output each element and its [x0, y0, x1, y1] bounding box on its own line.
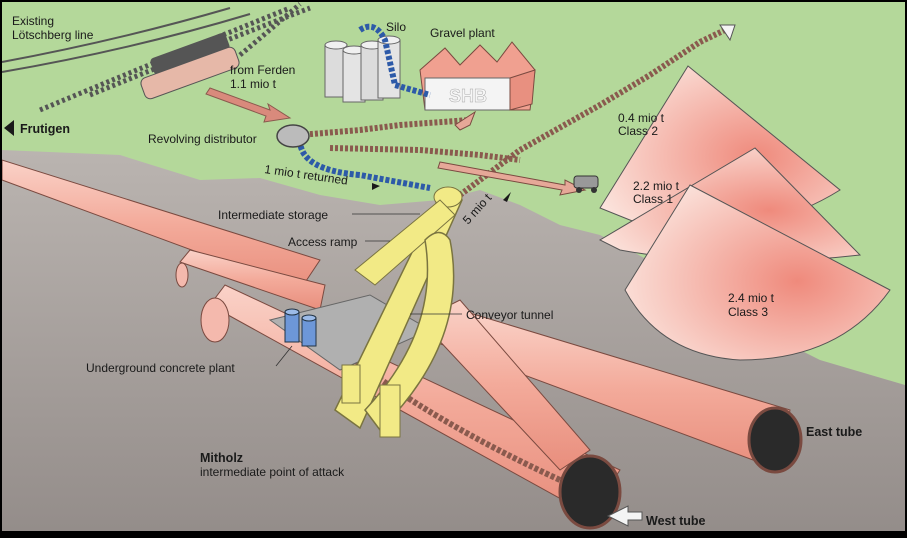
label-from-ferden-2: 1.1 mio t — [230, 77, 277, 91]
label-west-tube: West tube — [646, 514, 706, 528]
label-conveyor-tunnel: Conveyor tunnel — [466, 308, 553, 322]
stockpile-class1-class: Class 1 — [633, 192, 673, 206]
east-tube-portal — [749, 408, 801, 472]
label-revolving-distributor: Revolving distributor — [148, 132, 257, 146]
label-access-ramp: Access ramp — [288, 235, 358, 249]
stockpile-class2-class: Class 2 — [618, 124, 658, 138]
stockpile-class1-amount: 2.2 mio t — [633, 179, 680, 193]
label-silo: Silo — [386, 20, 406, 34]
label-from-ferden-1: from Ferden — [230, 63, 295, 77]
label-mitholz: Mitholz — [200, 451, 243, 465]
label-existing-2: Lötschberg line — [12, 28, 94, 42]
label-east-tube: East tube — [806, 425, 862, 439]
plant-sign: SHB — [449, 86, 487, 106]
label-frutigen: Frutigen — [20, 122, 70, 136]
stockpile-class2-amount: 0.4 mio t — [618, 111, 665, 125]
label-gravel-plant: Gravel plant — [430, 26, 495, 40]
stockpile-class3-class: Class 3 — [728, 305, 768, 319]
label-underground-concrete-plant: Underground concrete plant — [86, 361, 235, 375]
label-intermediate-storage: Intermediate storage — [218, 208, 328, 222]
revolving-distributor — [277, 125, 309, 147]
label-intermediate-point: intermediate point of attack — [200, 465, 345, 479]
label-existing-1: Existing — [12, 14, 54, 28]
stockpile-class3-amount: 2.4 mio t — [728, 291, 775, 305]
